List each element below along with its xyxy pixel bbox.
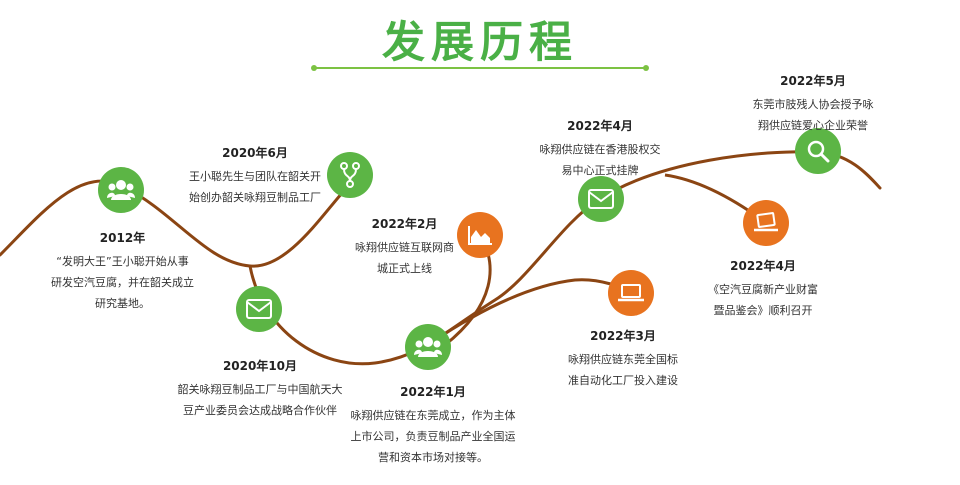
- event-date: 2022年1月: [400, 385, 466, 399]
- node-2022-02: [457, 212, 503, 258]
- event-desc-line: 暨品鉴会》顺利召开: [713, 304, 813, 317]
- event-2020-06: 2020年6月 王小聪先生与团队在韶关开 始创办韶关咏翔豆制品工厂: [175, 145, 335, 208]
- event-desc-line: 研发空汽豆腐，并在韶关成立: [51, 276, 194, 289]
- branch-icon: [340, 162, 360, 188]
- event-2022-04-hk: 2022年4月 咏翔供应链在香港股权交 易中心正式挂牌: [525, 118, 675, 181]
- event-2022-03: 2022年3月 咏翔供应链东莞全国标 准自动化工厂投入建设: [548, 328, 698, 391]
- event-date: 2012年: [99, 231, 146, 245]
- users-icon: [414, 337, 442, 357]
- event-date: 2020年6月: [222, 146, 288, 160]
- event-desc-line: 咏翔供应链东莞全国标: [568, 353, 678, 366]
- event-date: 2022年5月: [780, 74, 846, 88]
- divider-dot-right: [643, 65, 649, 71]
- event-desc-line: 始创办韶关咏翔豆制品工厂: [189, 191, 321, 204]
- node-2020-06: [327, 152, 373, 198]
- area-chart-icon: [468, 226, 492, 245]
- node-2022-03: [608, 270, 654, 316]
- event-desc-line: 研究基地。: [95, 297, 150, 310]
- event-date: 2022年3月: [590, 329, 656, 343]
- mail-icon: [588, 189, 614, 209]
- users-icon: [107, 180, 135, 200]
- divider-dot-left: [311, 65, 317, 71]
- search-icon: [807, 140, 830, 163]
- event-desc-line: 城正式上线: [377, 262, 432, 275]
- event-desc-line: 豆产业委员会达成战略合作伙伴: [183, 404, 337, 417]
- laptop-icon: [618, 284, 644, 302]
- event-desc-line: 准自动化工厂投入建设: [568, 374, 678, 387]
- node-2022-01: [405, 324, 451, 370]
- node-2012: [98, 167, 144, 213]
- event-date: 2022年4月: [730, 259, 796, 273]
- event-desc-line: 上市公司，负责豆制品产业全国运: [350, 430, 516, 443]
- event-desc-line: 咏翔供应链在香港股权交: [539, 143, 661, 156]
- node-2022-04-hk: [578, 176, 624, 222]
- event-desc-line: 翔供应链爱心企业荣誉: [758, 119, 868, 132]
- laptop-icon: [754, 212, 778, 232]
- node-2022-05: [795, 128, 841, 174]
- node-2020-10: [236, 286, 282, 332]
- event-2012: 2012年 “发明大王”王小聪开始从事 研发空汽豆腐，并在韶关成立 研究基地。: [35, 230, 210, 314]
- event-2022-01: 2022年1月 咏翔供应链在东莞成立，作为主体 上市公司，负责豆制品产业全国运 …: [333, 384, 533, 468]
- event-desc-line: 王小聪先生与团队在韶关开: [189, 170, 321, 183]
- event-2022-05: 2022年5月 东莞市肢残人协会授予咏 翔供应链爱心企业荣誉: [733, 73, 893, 136]
- event-2022-04-expo: 2022年4月 《空汽豆腐新产业财富 暨品鉴会》顺利召开: [688, 258, 838, 321]
- event-desc-line: 咏翔供应链互联网商: [355, 241, 454, 254]
- event-desc-line: 易中心正式挂牌: [561, 164, 639, 177]
- event-desc-line: 韶关咏翔豆制品工厂与中国航天大: [177, 383, 343, 396]
- event-desc-line: 咏翔供应链在东莞成立，作为主体: [350, 409, 516, 422]
- event-desc-line: 东莞市肢残人协会授予咏: [752, 98, 874, 111]
- event-desc-line: 《空汽豆腐新产业财富: [708, 283, 818, 296]
- event-date: 2022年2月: [371, 217, 438, 231]
- event-date: 2020年10月: [222, 359, 298, 373]
- node-2022-04-expo: [743, 200, 789, 246]
- event-2020-10: 2020年10月 韶关咏翔豆制品工厂与中国航天大 豆产业委员会达成战略合作伙伴: [160, 358, 360, 421]
- mail-icon: [246, 299, 272, 319]
- event-2022-02: 2022年2月 咏翔供应链互联网商 城正式上线: [342, 216, 467, 279]
- title-divider: [313, 67, 647, 69]
- event-date: 2022年4月: [567, 119, 633, 133]
- event-desc-line: “发明大王”王小聪开始从事: [56, 255, 189, 268]
- page-title: 发展历程: [382, 18, 578, 68]
- event-desc-line: 营和资本市场对接等。: [378, 451, 488, 464]
